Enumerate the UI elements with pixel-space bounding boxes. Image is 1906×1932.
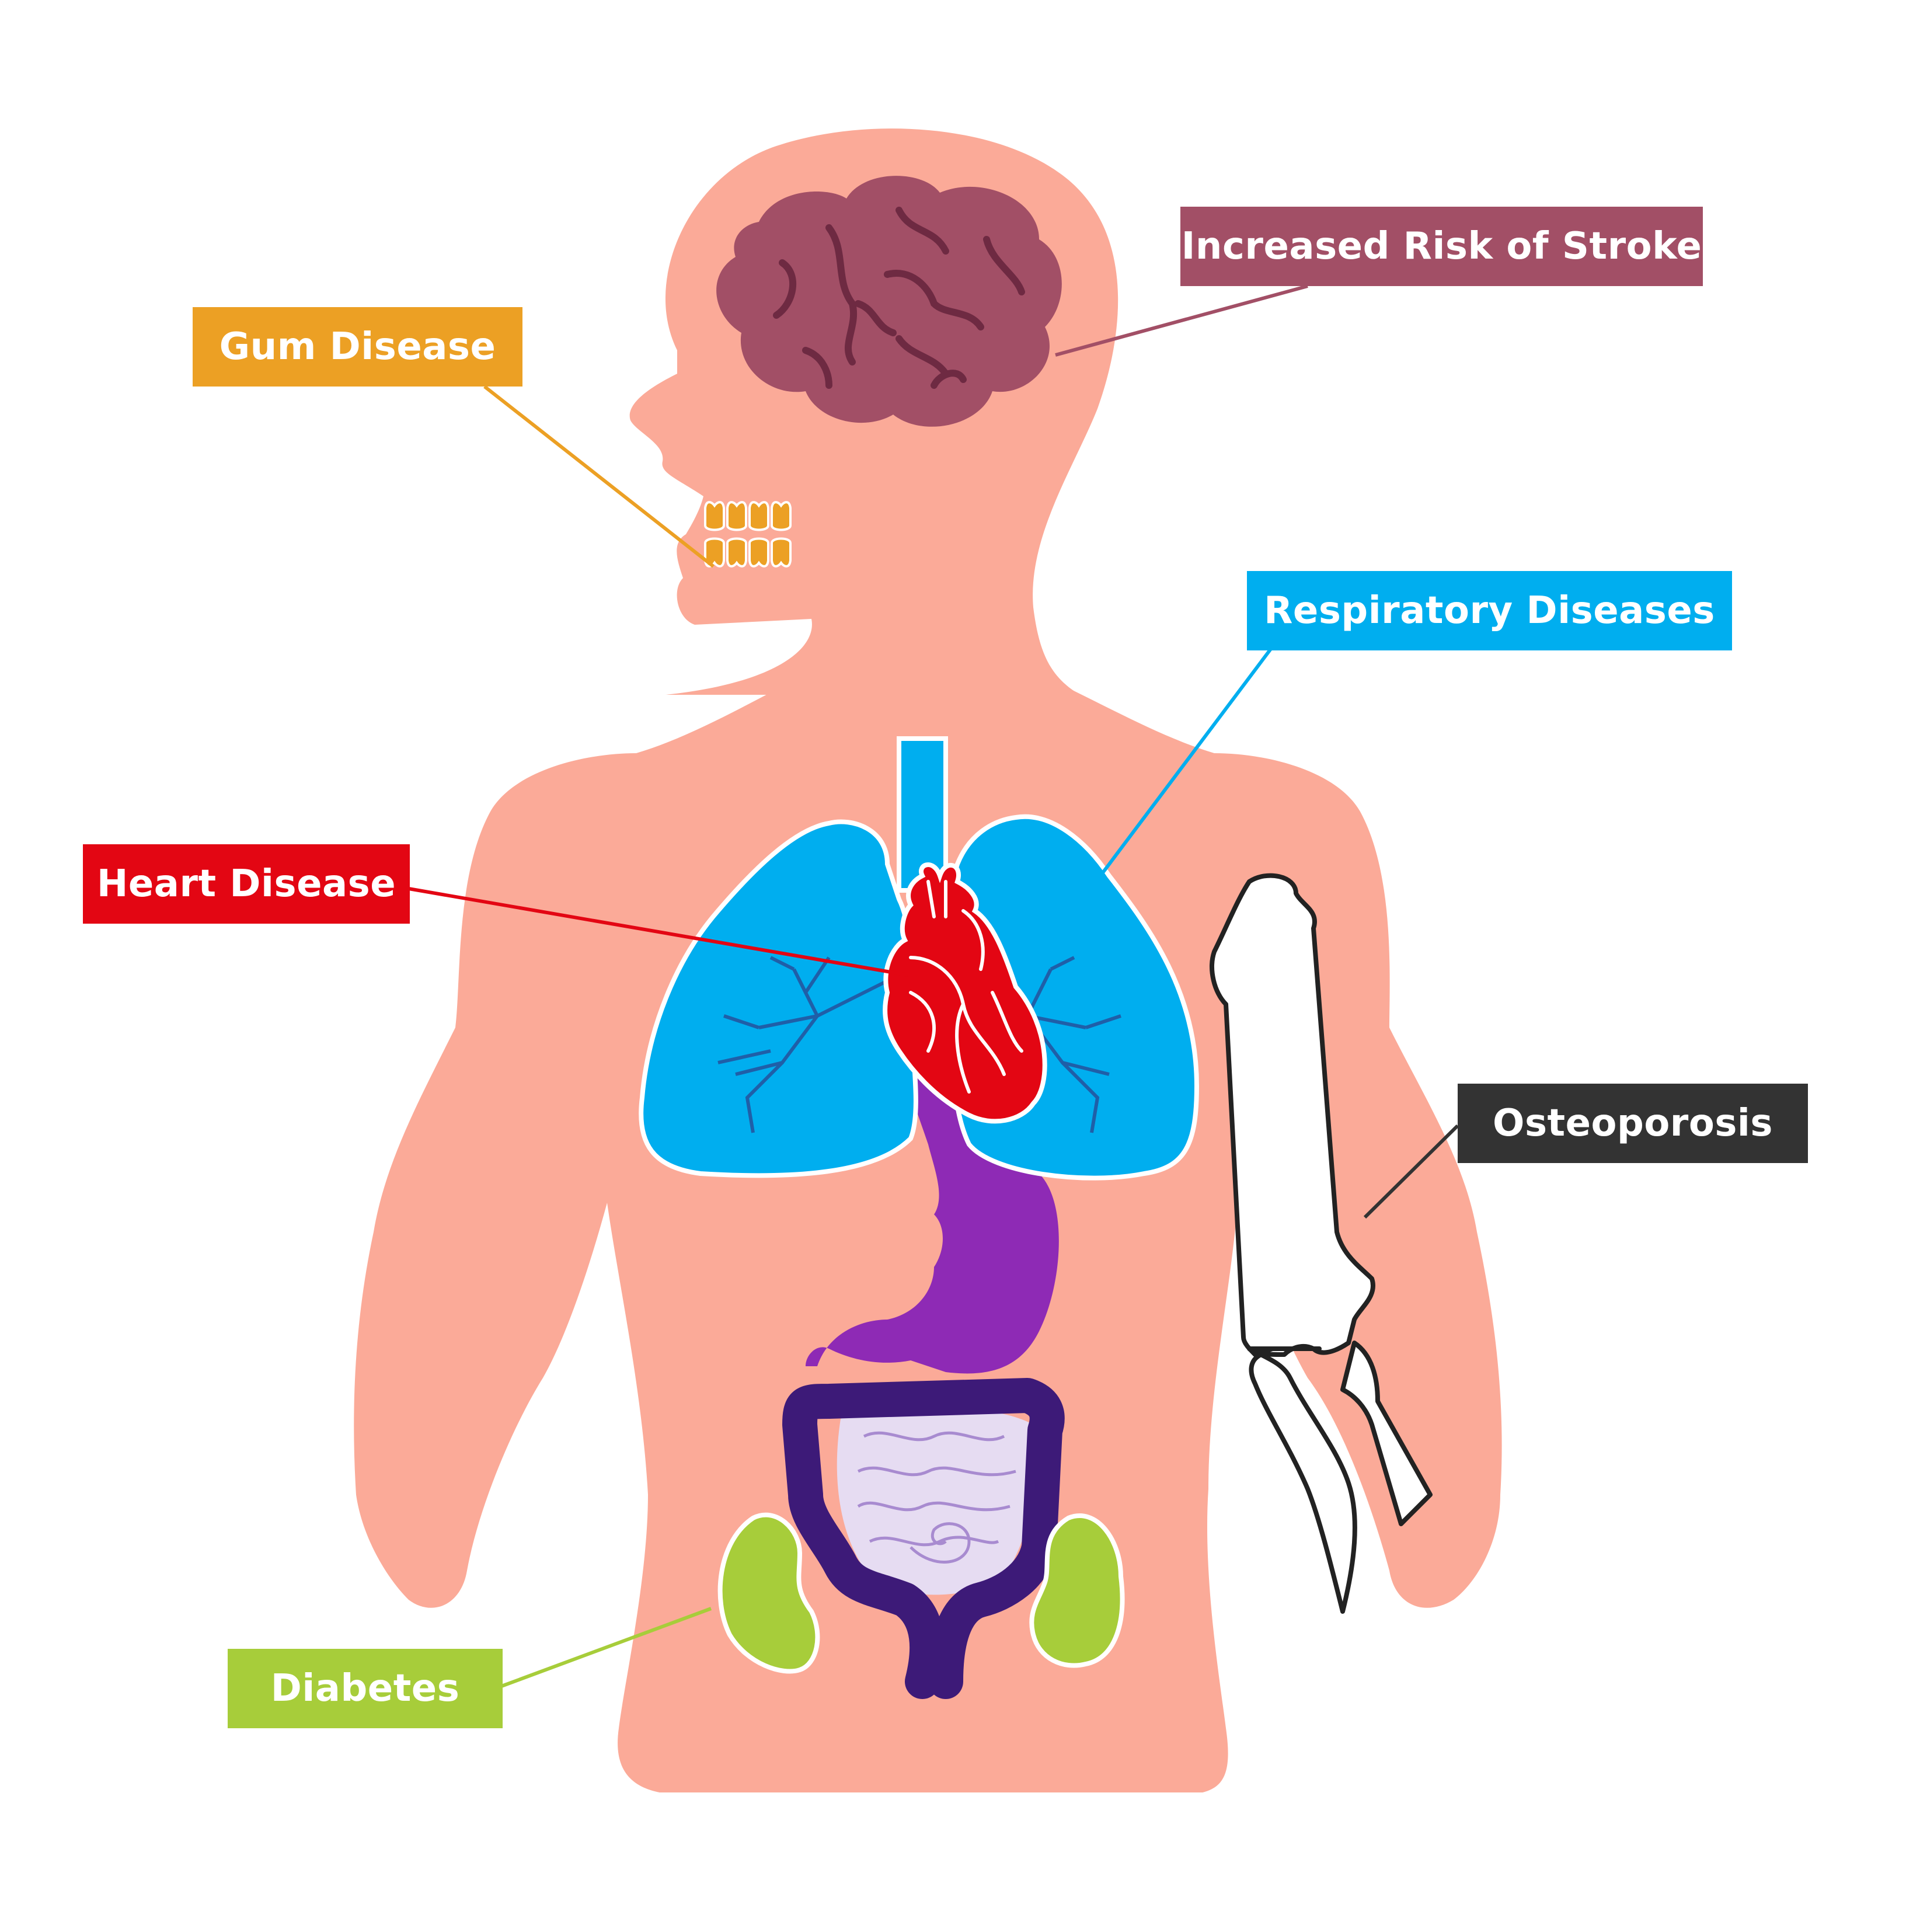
gum-disease-label: Gum Disease xyxy=(193,307,522,387)
left-kidney xyxy=(717,1512,820,1674)
upper-teeth xyxy=(704,501,792,531)
heart xyxy=(883,862,1047,1124)
humerus-bone xyxy=(1210,873,1375,1357)
osteoporosis-label-text: Osteoporosis xyxy=(1493,1102,1773,1145)
brain xyxy=(716,176,1062,427)
diabetes-label: Diabetes xyxy=(228,1649,503,1728)
respiratory-diseases-label-text: Respiratory Diseases xyxy=(1264,589,1715,632)
kidneys xyxy=(717,1512,1125,1674)
radius-bone xyxy=(1340,1341,1433,1526)
heart-leader-line xyxy=(408,887,908,977)
respiratory-leader-line xyxy=(1090,647,1273,889)
stroke-label: Increased Risk of Stroke xyxy=(1180,207,1703,286)
heart-disease-label-text: Heart Disease xyxy=(96,862,396,906)
lower-teeth xyxy=(704,537,792,568)
right-kidney xyxy=(1029,1513,1125,1668)
osteoporosis-leader-line xyxy=(1363,1124,1459,1219)
bronchi xyxy=(717,956,1121,1133)
gum-leader-line xyxy=(483,385,715,568)
diabetes-leader-line xyxy=(500,1607,712,1688)
stroke-leader-line xyxy=(1055,284,1308,357)
heart-disease-label: Heart Disease xyxy=(83,844,410,924)
stomach-shape xyxy=(806,1051,1059,1374)
leader-lines xyxy=(408,284,1459,1688)
small-intestine-folds xyxy=(857,1431,1016,1564)
brain-folds xyxy=(773,207,1025,389)
ulna-bone xyxy=(1249,1352,1357,1614)
arm-bones xyxy=(1210,873,1433,1614)
diabetes-label-text: Diabetes xyxy=(270,1667,460,1710)
colon-path xyxy=(782,1378,1065,1699)
heart-shape xyxy=(883,862,1047,1124)
small-intestine xyxy=(837,1406,1035,1595)
heart-vessels xyxy=(909,880,1023,1094)
small-intestine-shape xyxy=(837,1406,1035,1595)
brain-shape xyxy=(716,176,1062,427)
osteoporosis-label: Osteoporosis xyxy=(1458,1084,1808,1163)
gum-disease-label-text: Gum Disease xyxy=(219,325,496,368)
stroke-label-text: Increased Risk of Stroke xyxy=(1181,225,1702,268)
respiratory-diseases-label: Respiratory Diseases xyxy=(1247,571,1732,650)
stomach xyxy=(806,1051,1059,1374)
teeth xyxy=(704,501,792,568)
colon xyxy=(782,1378,1065,1699)
